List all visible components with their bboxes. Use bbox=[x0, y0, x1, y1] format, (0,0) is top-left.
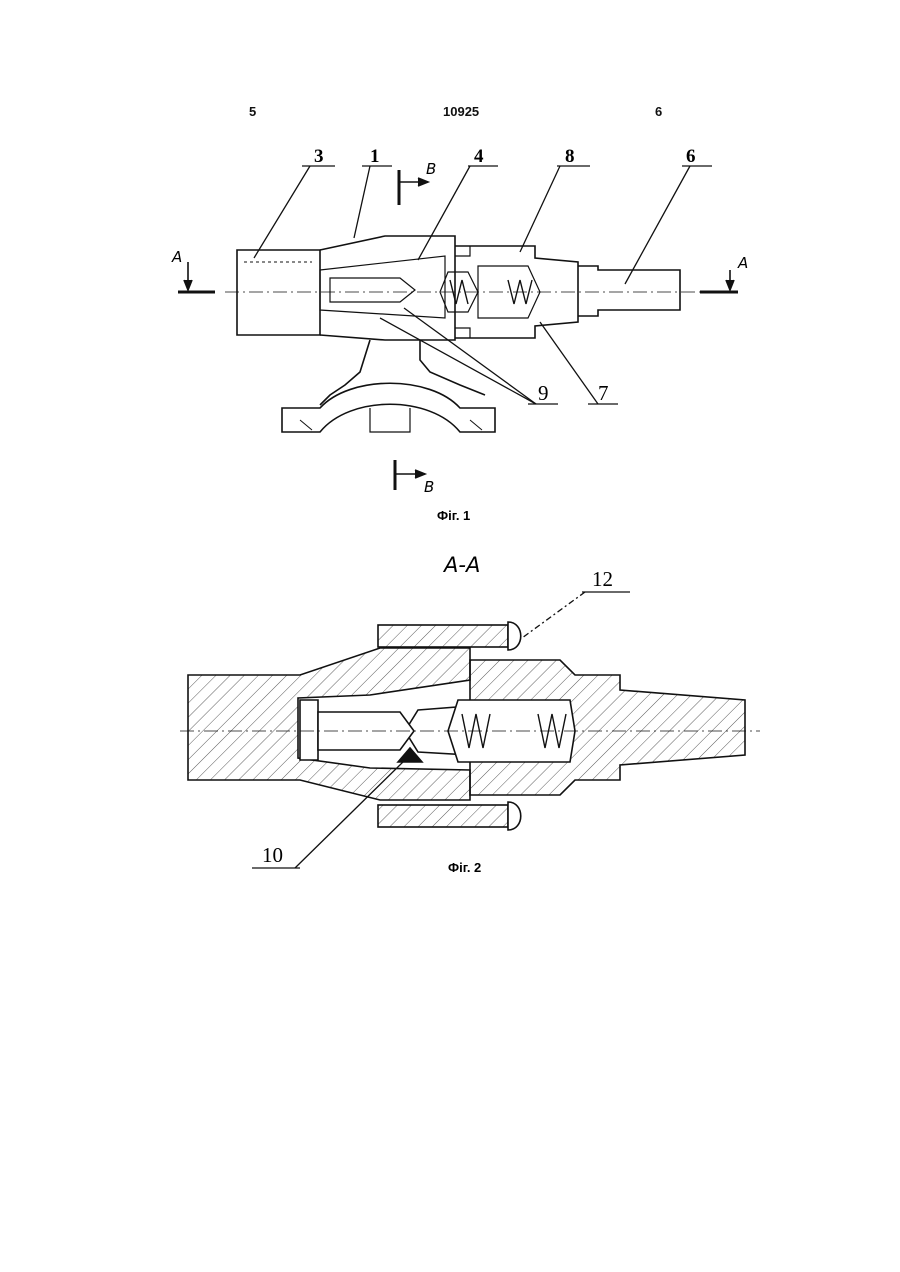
callout-3: 3 bbox=[314, 146, 324, 167]
figure-1-caption: Фіг. 1 bbox=[437, 508, 470, 523]
callout-7: 7 bbox=[598, 381, 609, 405]
figure-1-leaders bbox=[254, 166, 712, 404]
callout-6: 6 bbox=[686, 146, 696, 167]
figure-2-drawing bbox=[180, 622, 760, 830]
callout-9: 9 bbox=[538, 381, 549, 405]
callout-8: 8 bbox=[565, 146, 575, 167]
figure-2-title: A-A bbox=[442, 553, 480, 577]
figure-1-drawing bbox=[178, 170, 738, 490]
callout-1: 1 bbox=[370, 146, 380, 167]
section-mark-a-right: A bbox=[737, 254, 748, 272]
section-mark-b-top: B bbox=[426, 160, 436, 178]
callout-10: 10 bbox=[262, 843, 283, 867]
figure-2-caption: Фіг. 2 bbox=[448, 860, 481, 875]
callout-12: 12 bbox=[592, 567, 613, 591]
callout-4: 4 bbox=[474, 146, 484, 167]
section-mark-a-left: A bbox=[171, 248, 182, 266]
section-mark-b-bottom: B bbox=[424, 478, 434, 496]
